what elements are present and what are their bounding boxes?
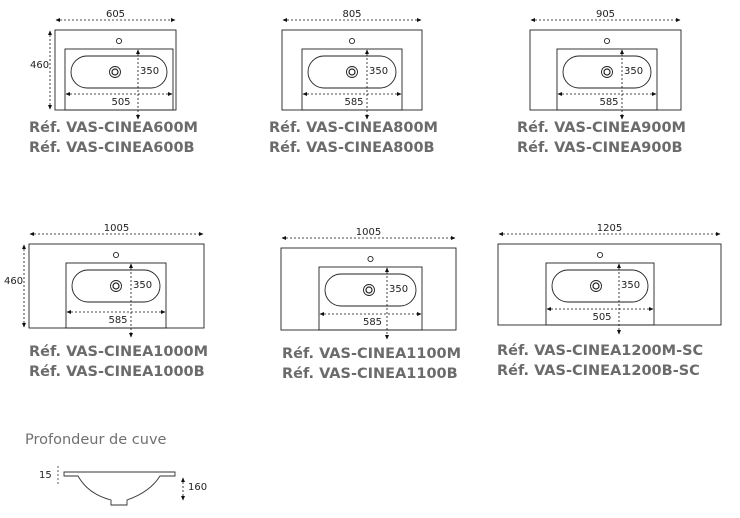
- width-label: 1005: [104, 223, 129, 234]
- depth-label: 350: [369, 66, 388, 77]
- profile-section-title: Profondeur de cuve: [25, 432, 167, 448]
- basin-profile-drawing: 15 160: [39, 466, 207, 506]
- basin-width-label: 585: [599, 97, 618, 108]
- depth-label: 350: [140, 66, 159, 77]
- reference-code: Réf. VAS-CINEA1100M: [282, 346, 462, 362]
- reference-block: Réf. VAS-CINEA800M Réf. VAS-CINEA800B: [269, 118, 438, 158]
- depth-label: 350: [624, 66, 643, 77]
- basin-width-label: 585: [363, 317, 382, 328]
- tap-hole-icon: [112, 251, 120, 259]
- depth-label: 350: [133, 280, 152, 291]
- drain-inner-icon: [348, 68, 356, 76]
- reference-block: Réf. VAS-CINEA1200M-SC Réf. VAS-CINEA1200…: [497, 341, 703, 381]
- drain-inner-icon: [365, 286, 373, 294]
- drain-inner-icon: [592, 282, 600, 290]
- width-label: 1205: [597, 223, 622, 234]
- tap-hole-icon: [367, 255, 374, 263]
- basin-frame: [64, 48, 174, 111]
- reference-code: Réf. VAS-CINEA600B: [29, 140, 195, 156]
- basin-width-label: 505: [592, 312, 611, 323]
- basin-depth-label: 160: [188, 482, 207, 493]
- rim-thickness-label: 15: [39, 470, 52, 481]
- width-label: 805: [342, 9, 361, 20]
- basin-width-label: 585: [344, 97, 363, 108]
- reference-code: Réf. VAS-CINEA800M: [269, 120, 438, 136]
- height-label: 460: [30, 60, 49, 71]
- sink-drawings: 605 460 350 505 805 350 585 905 350 585 1005 460 350…: [4, 9, 722, 340]
- drain-inner-icon: [111, 68, 119, 76]
- tap-hole-icon: [115, 37, 123, 45]
- width-label: 905: [596, 9, 615, 20]
- basin-frame: [545, 262, 655, 326]
- reference-code: Réf. VAS-CINEA1100B: [282, 366, 458, 382]
- reference-block: Réf. VAS-CINEA900M Réf. VAS-CINEA900B: [517, 118, 686, 158]
- reference-code: Réf. VAS-CINEA1200B-SC: [497, 363, 700, 379]
- drain-inner-icon: [112, 282, 120, 290]
- reference-code: Réf. VAS-CINEA1200M-SC: [497, 343, 704, 359]
- tap-hole-icon: [348, 37, 356, 45]
- drain-inner-icon: [603, 68, 611, 76]
- height-label: 460: [4, 276, 23, 287]
- reference-block: Réf. VAS-CINEA1100M Réf. VAS-CINEA1100B: [282, 344, 461, 384]
- basin-frame: [556, 48, 658, 111]
- reference-block: Réf. VAS-CINEA1000M Réf. VAS-CINEA1000B: [29, 342, 208, 382]
- basin-frame: [301, 48, 403, 111]
- reference-block: Réf. VAS-CINEA600M Réf. VAS-CINEA600B: [29, 118, 198, 158]
- depth-label: 350: [389, 284, 408, 295]
- basin-width-label: 505: [111, 97, 130, 108]
- reference-code: Réf. VAS-CINEA800B: [269, 140, 435, 156]
- sink-drawing-5: 1005 350 585: [280, 227, 457, 340]
- sink-drawing-6: 1205 350 505: [497, 223, 722, 335]
- width-label: 1005: [356, 227, 381, 238]
- reference-code: Réf. VAS-CINEA1000B: [29, 364, 205, 380]
- sink-drawing-4: 1005 460 350 585: [4, 223, 205, 338]
- reference-code: Réf. VAS-CINEA900M: [517, 120, 686, 136]
- basin-frame: [318, 266, 423, 331]
- basin-frame: [65, 262, 167, 329]
- depth-label: 350: [621, 280, 640, 291]
- basin-width-label: 585: [108, 315, 127, 326]
- tap-hole-icon: [603, 37, 611, 45]
- reference-code: Réf. VAS-CINEA1000M: [29, 344, 209, 360]
- sink-drawing-3: 905 350 585: [529, 9, 682, 120]
- profile-rim: [63, 471, 176, 506]
- tap-hole-icon: [596, 251, 604, 259]
- reference-code: Réf. VAS-CINEA900B: [517, 140, 683, 156]
- width-label: 605: [106, 9, 125, 20]
- reference-code: Réf. VAS-CINEA600M: [29, 120, 198, 136]
- sink-drawing-2: 805 350 585: [281, 9, 423, 120]
- sink-drawing-1: 605 460 350 505: [30, 9, 177, 120]
